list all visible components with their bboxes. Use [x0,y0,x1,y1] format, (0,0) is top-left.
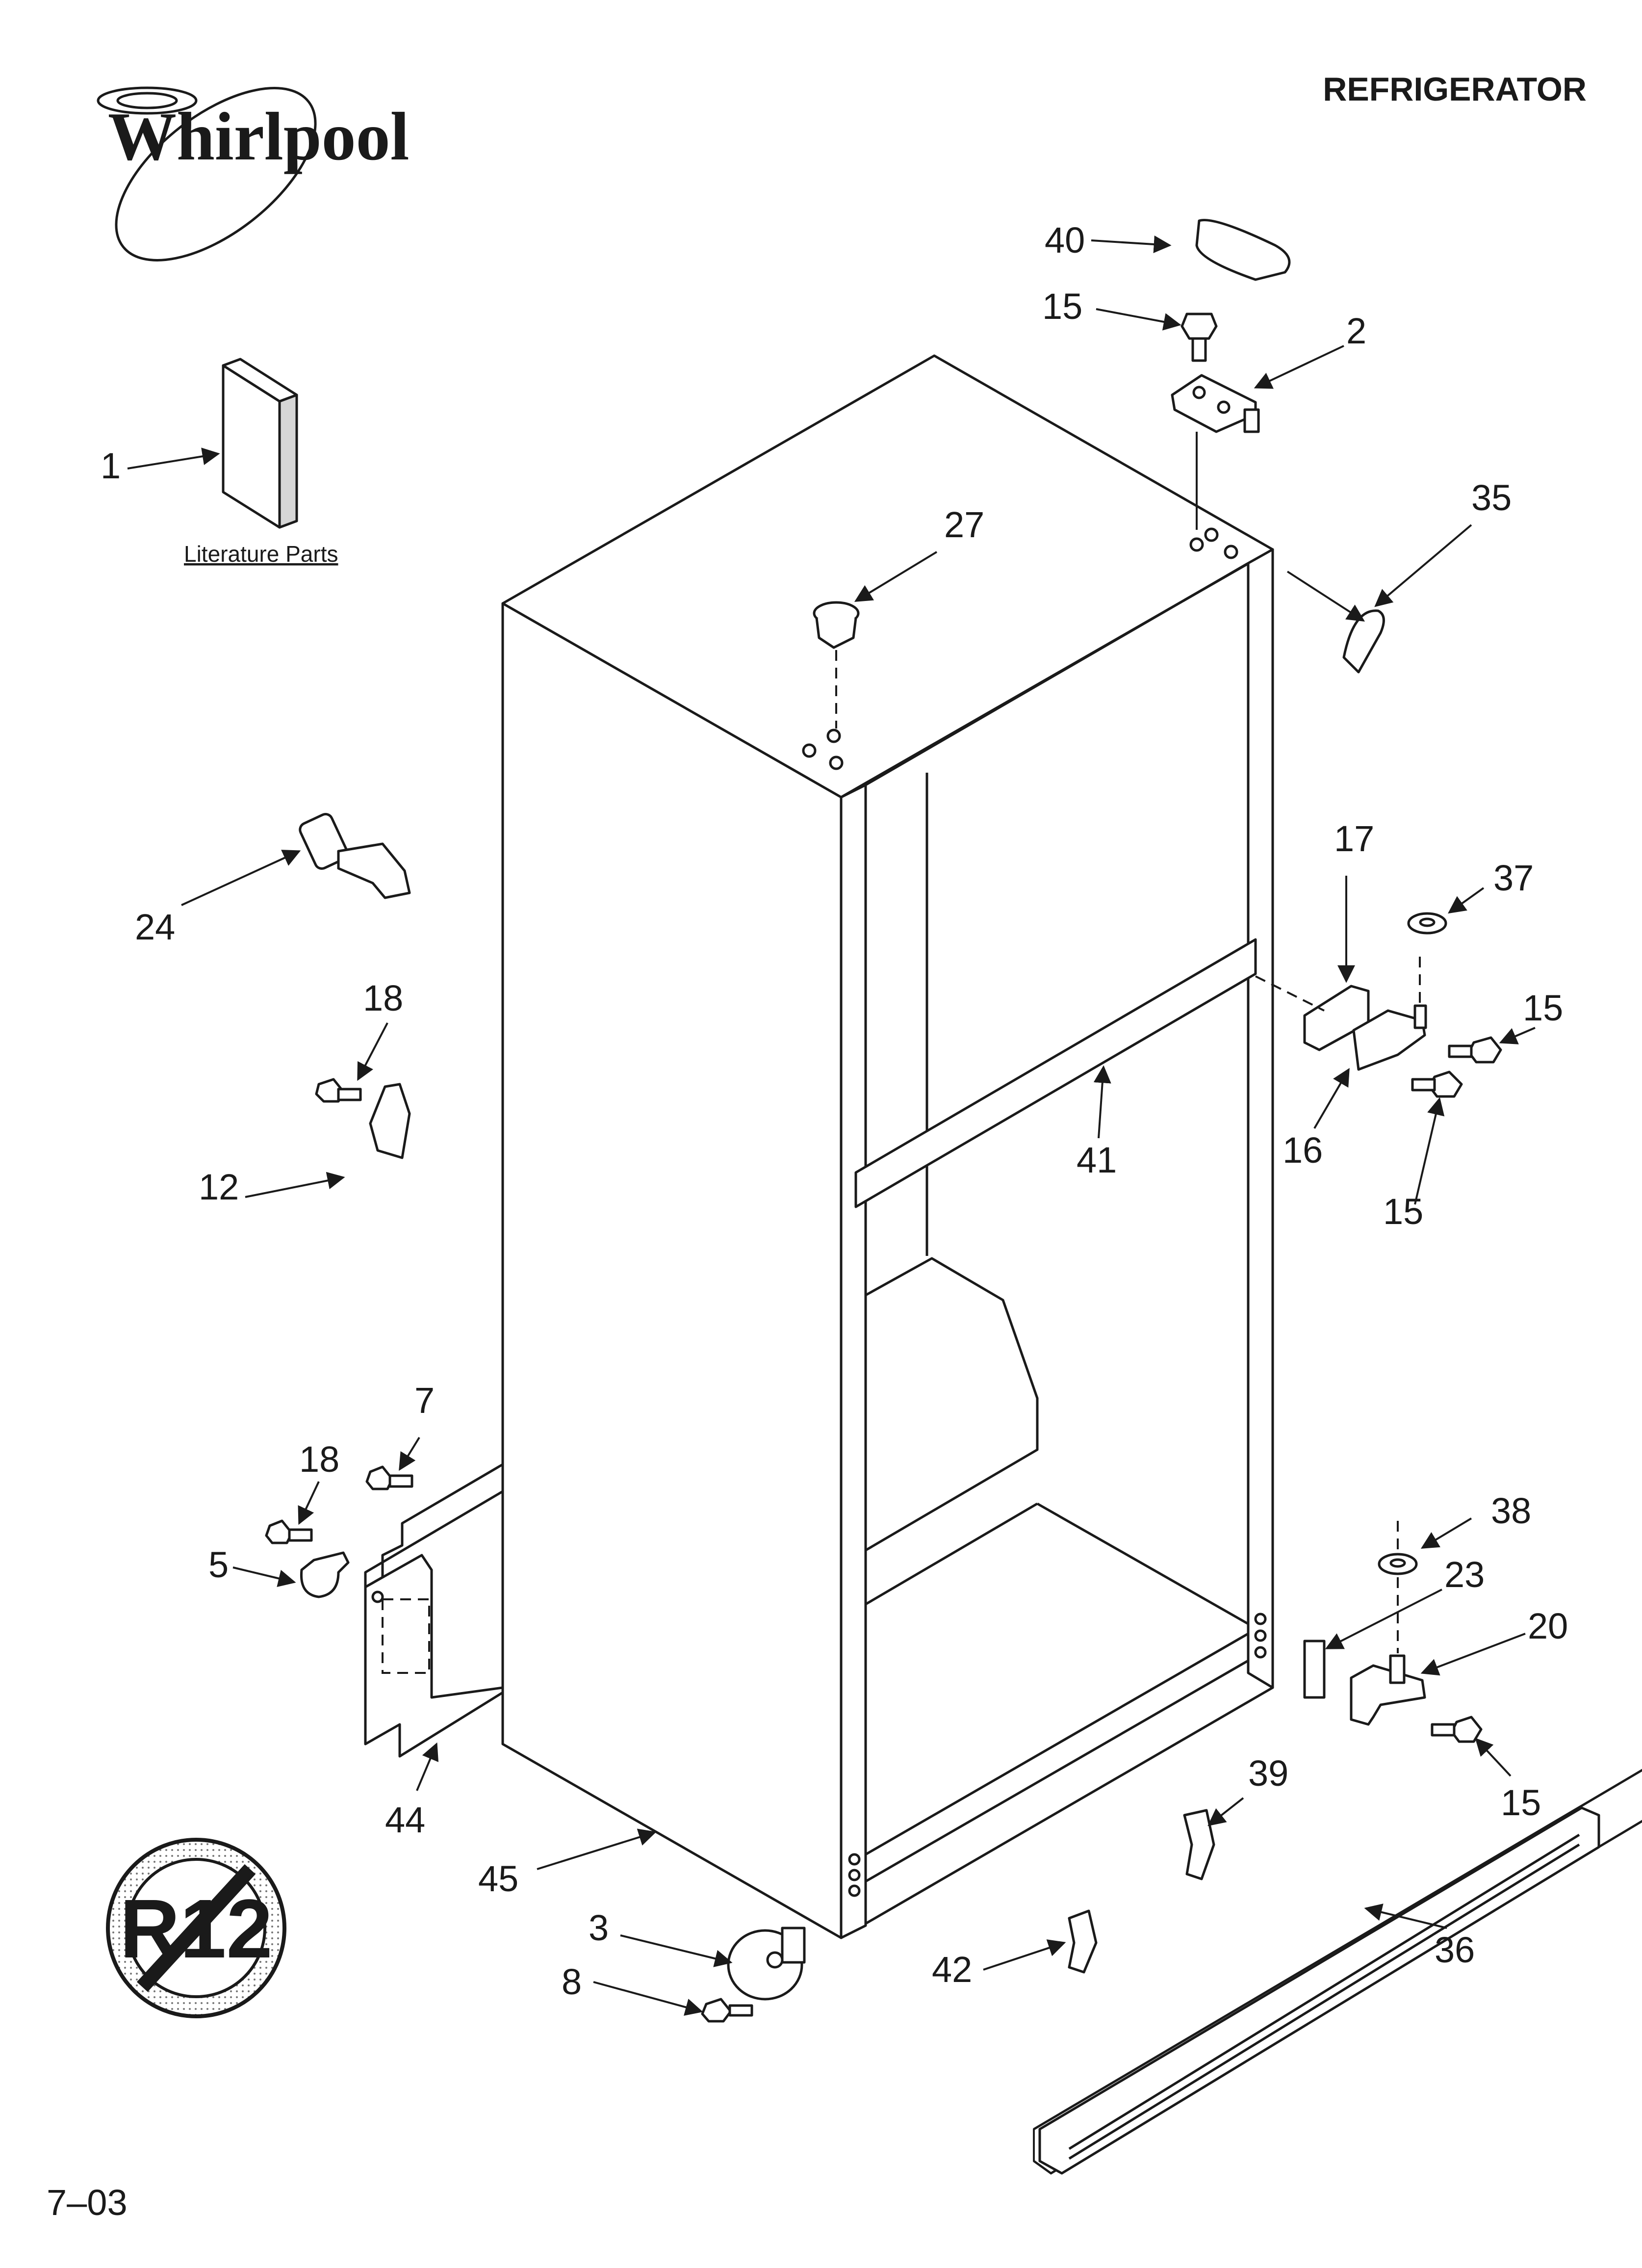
hinge-shim-icon [1303,1640,1326,1699]
no-r12-badge: R12 [106,1838,286,2018]
clip-screw-icon [315,1078,411,1159]
cabinet-side [501,602,843,1939]
callout-27: 27 [944,504,984,545]
leader-lines [127,235,1536,2016]
callout-labels: 40 15 2 1 27 35 17 37 15 16 15 41 24 18 … [101,220,1568,2002]
washer-icon [1378,1553,1418,1575]
callout-18: 18 [299,1439,339,1480]
callout-37: 37 [1493,858,1534,898]
screw-icon [1431,1716,1483,1743]
callout-7: 7 [414,1380,435,1421]
callout-1: 1 [101,445,121,486]
literature-parts-icon [222,358,298,529]
callout-23: 23 [1444,1554,1485,1595]
page-title: REFRIGERATOR [1323,71,1587,108]
washer-icon [1407,912,1447,935]
rear-bracket [364,1463,504,1758]
callout-15: 15 [1383,1191,1423,1232]
clip-icon [1068,1909,1098,1974]
clamp-icon [300,1551,350,1598]
callout-5: 5 [208,1544,229,1585]
callout-35: 35 [1471,477,1512,518]
screw-icon [265,1519,313,1544]
callout-16: 16 [1283,1130,1323,1171]
screw-icon [1448,1036,1502,1064]
screw-icon [1411,1070,1463,1098]
callout-38: 38 [1491,1490,1531,1531]
literature-parts-label: Literature Parts [184,541,338,567]
callout-42: 42 [932,1949,972,1990]
callout-18: 18 [363,978,403,1018]
callout-39: 39 [1248,1753,1288,1794]
divider-mullion [854,938,1257,1208]
callout-3: 3 [589,1907,609,1948]
callout-41: 41 [1077,1140,1117,1180]
plug-button-icon [813,601,860,649]
top-hinge-icon [1171,374,1260,433]
callout-17: 17 [1334,818,1374,859]
motor-icon [727,1927,806,2001]
callout-40: 40 [1045,220,1085,261]
refrigerator-cabinet [501,354,1274,1939]
screw-icon [1180,313,1218,362]
logo-swoosh-icon [115,87,317,261]
hinge-cover-icon [1195,219,1291,281]
callout-45: 45 [478,1858,518,1899]
hinge-cap-icon [1342,609,1385,674]
revision-code: 7–03 [47,2182,128,2223]
callout-12: 12 [199,1167,239,1207]
callout-15: 15 [1501,1782,1541,1823]
callout-2: 2 [1346,311,1366,351]
callout-8: 8 [562,1961,582,2002]
callout-44: 44 [385,1799,425,1840]
logo-whirl-icon [97,86,198,115]
callout-20: 20 [1528,1606,1568,1646]
door-stop-icon [299,812,411,899]
callout-24: 24 [135,907,175,947]
screw-icon [365,1465,413,1490]
clip-icon [1183,1809,1215,1880]
callout-15: 15 [1042,286,1082,327]
brand-logo-text: Whirlpool [108,99,410,175]
whirlpool-logo: Whirlpool [97,86,410,261]
screw-icon [701,1998,753,2023]
center-hinge-icon [1303,985,1427,1071]
callout-15: 15 [1523,988,1563,1028]
bottom-hinge-icon [1350,1654,1426,1726]
callout-36: 36 [1435,1929,1475,1970]
